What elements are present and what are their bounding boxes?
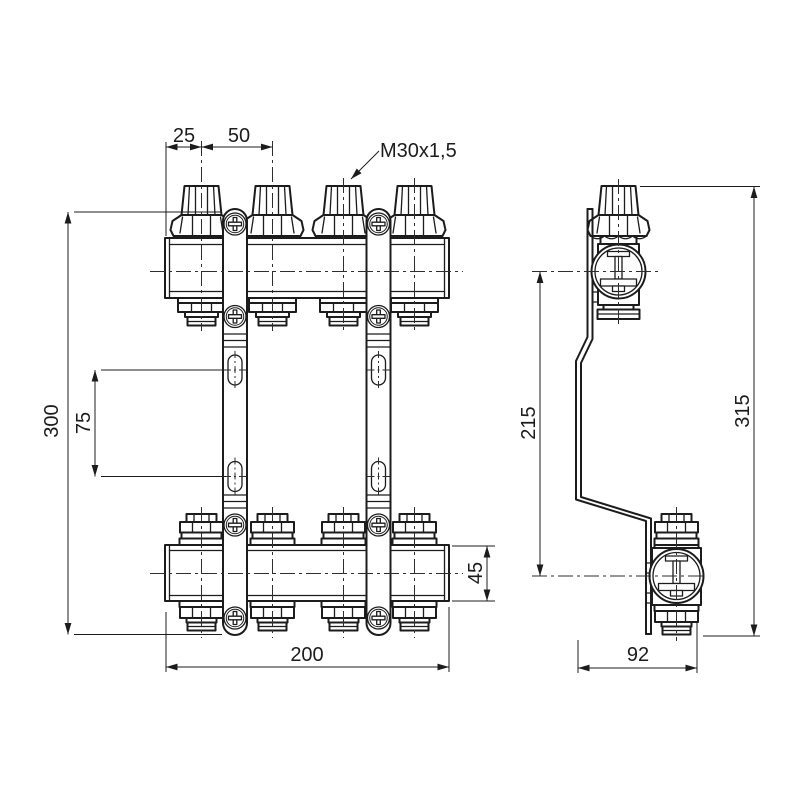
dim-label-200: 200 [290,644,323,666]
dim-45: 45 [452,545,495,602]
phillips-screw-icon [366,606,391,630]
dim-label-315: 315 [732,394,754,427]
dim-label-92: 92 [627,644,649,666]
thread-label: M30x1,5 [380,140,457,162]
dim-label-75: 75 [73,412,95,434]
top-manifold-bar [164,237,450,299]
phillips-screw-icon [366,212,391,236]
dim-label-215: 215 [518,406,540,439]
phillips-screw-icon [223,212,247,236]
side-view: 215 315 92 [518,179,760,673]
phillips-screw-icon [223,606,247,630]
dim-92: 92 [577,622,698,673]
mounting-bracket-right [365,208,392,636]
dim-label-25: 25 [173,125,195,147]
phillips-screw-icon [223,513,247,537]
mounting-bracket-left [222,208,248,636]
phillips-screw-icon [366,513,391,537]
dim-200: 200 [165,607,450,672]
dim-315: 315 [640,186,760,637]
bottom-manifold-bar [164,513,450,632]
phillips-screw-icon [366,304,391,329]
dim-25: 25 [165,125,202,236]
dim-label-45: 45 [465,562,487,584]
dim-50: 50 [201,125,273,151]
dim-label-50: 50 [228,125,250,147]
top-outlet-fittings [177,297,439,327]
phillips-screw-icon [223,304,247,329]
dim-75: 75 [73,369,226,477]
dim-215: 215 [518,271,544,576]
thread-callout: M30x1,5 [350,140,457,180]
dim-label-300: 300 [41,404,63,437]
dim-300: 300 [41,211,222,635]
front-centerlines [150,141,463,638]
side-lower-manifold-end [645,513,705,636]
side-bracket-plate [575,208,652,635]
front-view: 25 50 M30x1,5 300 75 45 [41,125,495,672]
side-centerlines [532,179,703,641]
